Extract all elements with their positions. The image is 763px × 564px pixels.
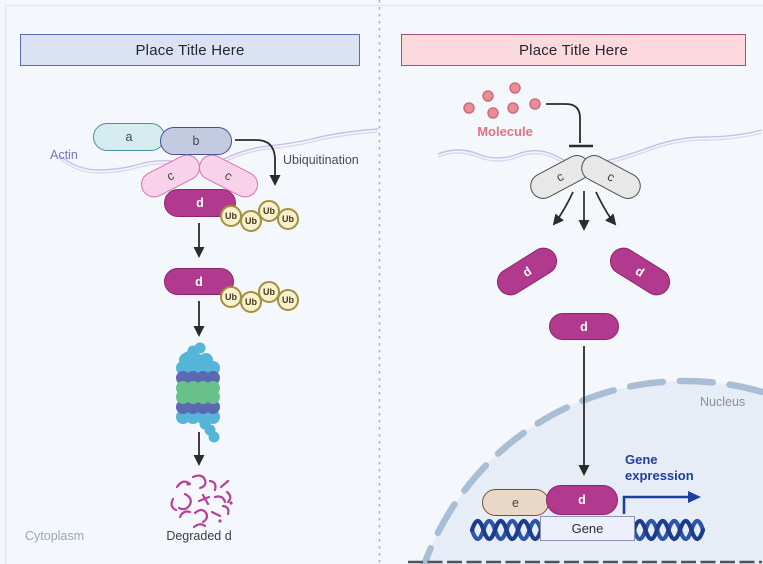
gene-expression-line1: Gene	[625, 452, 658, 467]
ubiquitin-badge[interactable]: Ub	[220, 286, 242, 308]
molecule-label: Molecule	[477, 124, 533, 139]
protein-b-capsule[interactable]: b	[160, 127, 232, 155]
ubiquitin-badge[interactable]: Ub	[258, 281, 280, 303]
degraded-fragments[interactable]	[170, 474, 233, 529]
ubiquitin-badge[interactable]: Ub	[277, 289, 299, 311]
ubiquitin-badge[interactable]: Ub	[277, 208, 299, 230]
protein-e-capsule[interactable]: e	[482, 489, 549, 516]
canvas-edge-lines	[4, 4, 763, 564]
left-panel-title[interactable]: Place Title Here	[20, 34, 360, 66]
nucleus-label: Nucleus	[700, 395, 746, 409]
actin-label: Actin	[50, 148, 78, 162]
ubiquitination-label: Ubiquitination	[283, 153, 359, 167]
cytoplasm-label: Cytoplasm	[25, 529, 85, 543]
right-panel-title-text: Place Title Here	[518, 41, 629, 59]
proteasome[interactable]	[176, 342, 220, 443]
dna-helix-right[interactable]	[631, 518, 706, 542]
protein-a-capsule[interactable]: a	[93, 123, 165, 151]
right-release-arrows	[552, 191, 617, 231]
gene-box-label: Gene	[571, 521, 604, 536]
nuclear-d-capsule[interactable]: d	[546, 485, 618, 515]
molecule-dots[interactable]	[463, 82, 541, 119]
ubiquitination-arrow[interactable]	[235, 139, 281, 186]
left-panel-title-text: Place Title Here	[135, 41, 245, 59]
nucleus[interactable]	[408, 377, 763, 564]
gene-box[interactable]: Gene	[540, 516, 635, 541]
gene-expression-arrow[interactable]	[622, 491, 701, 514]
right-panel-title[interactable]: Place Title Here	[401, 34, 746, 66]
ubiquitin-badge[interactable]: Ub	[240, 210, 262, 232]
free-d-capsule[interactable]: d	[549, 313, 619, 340]
degraded-d-label: Degraded d	[166, 529, 232, 543]
inhibition-arrow[interactable]	[546, 103, 593, 148]
gene-expression-line2: expression	[625, 467, 694, 483]
dna-helix-left[interactable]	[469, 518, 544, 542]
gene-expression-label: Gene expression	[625, 452, 715, 483]
ubiquitin-badge[interactable]: Ub	[220, 205, 242, 227]
ubiquitin-badge[interactable]: Ub	[240, 291, 262, 313]
